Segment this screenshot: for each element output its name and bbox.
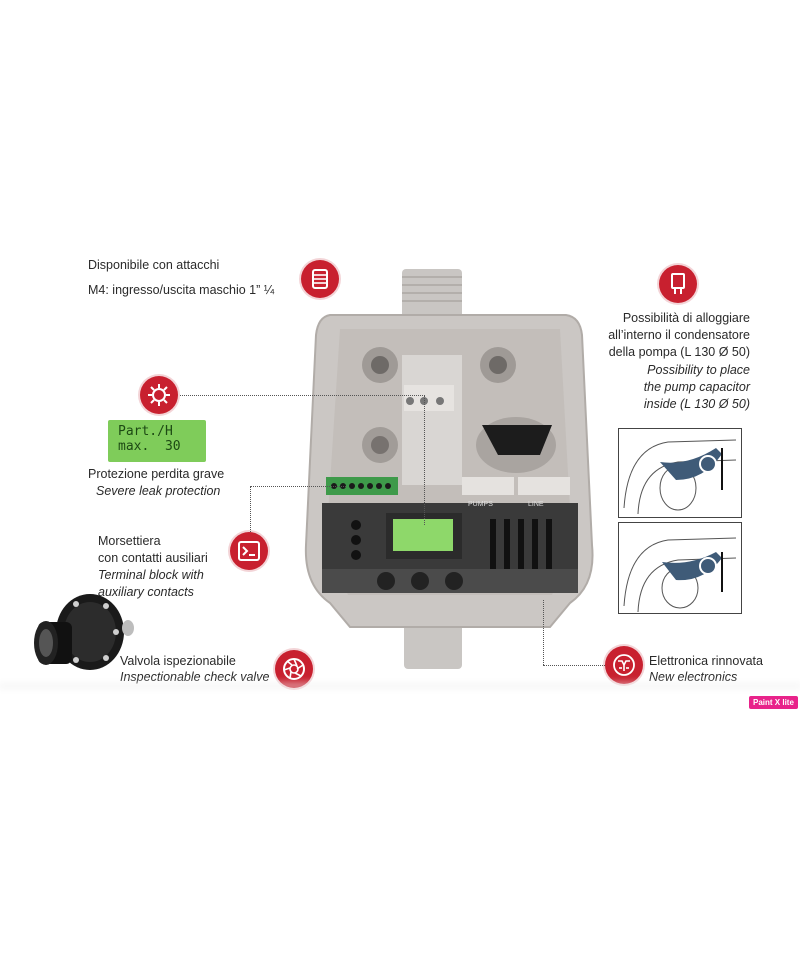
lcd-line1: Part./H: [118, 424, 173, 439]
leader-line-terminal: [250, 486, 346, 487]
terminal-it-line1: Morsettiera: [98, 534, 161, 548]
check-valve-photo: [34, 594, 134, 670]
capacitor-en-line3: inside (L 130 Ø 50): [643, 397, 750, 411]
capacitor-en-line1: Possibility to place: [647, 363, 750, 377]
terminal-icon: [230, 532, 268, 570]
terminal-it-line2: con contatti ausiliari: [98, 551, 208, 565]
capacitor-diagram-bottom: [618, 522, 742, 614]
leader-line-electronics: [543, 665, 605, 666]
virus-warning-icon: [140, 376, 178, 414]
leader-line-leak: [180, 395, 425, 396]
pumps-label: PUMPS: [468, 501, 493, 508]
capacitor-diagram-top: [618, 428, 742, 518]
connections-line2: M4: ingresso/uscita maschio 1” ¼: [88, 283, 275, 297]
terminal-block-description: Morsettiera con contatti ausiliari Termi…: [98, 533, 208, 601]
connector-icon: [301, 260, 339, 298]
line-label: LINE: [528, 501, 544, 508]
check-valve-en: Inspectionable check valve: [120, 670, 270, 684]
circuit-icon: [605, 646, 643, 684]
leader-line-electronics-up: [543, 600, 544, 665]
leader-line-terminal-down: [250, 486, 251, 532]
electronics-en: New electronics: [649, 670, 738, 684]
capacitor-en-line2: the pump capacitor: [643, 380, 750, 394]
check-valve-it: Valvola ispezionabile: [120, 654, 236, 668]
leak-protection-en: Severe leak protection: [96, 484, 221, 498]
watermark-badge: Paint X lite: [749, 696, 798, 709]
aperture-icon: [275, 650, 313, 688]
lcd-line2: max. 30: [118, 439, 181, 454]
capacitor-it-line1: Possibilità di alloggiare: [622, 311, 750, 325]
terminal-en-line2: auxiliary contacts: [98, 585, 194, 599]
capacitor-icon: [659, 265, 697, 303]
capacitor-it-line2: all’interno il condensatore: [608, 328, 750, 342]
capacitor-description-it: Possibilità di alloggiare all’interno il…: [608, 310, 750, 361]
lcd-display-sample: Part./H max. 30: [108, 420, 206, 462]
electronics-it: Elettronica rinnovata: [649, 654, 763, 668]
capacitor-it-line3: della pompa (L 130 Ø 50): [608, 345, 750, 359]
leader-line-leak-down: [424, 395, 425, 525]
pump-controller-illustration: [304, 269, 594, 669]
connections-line1: Disponibile con attacchi: [88, 258, 220, 272]
terminal-en-line1: Terminal block with: [98, 568, 204, 582]
capacitor-description-en: Possibility to place the pump capacitor …: [644, 362, 750, 413]
leak-protection-it: Protezione perdita grave: [88, 467, 225, 481]
